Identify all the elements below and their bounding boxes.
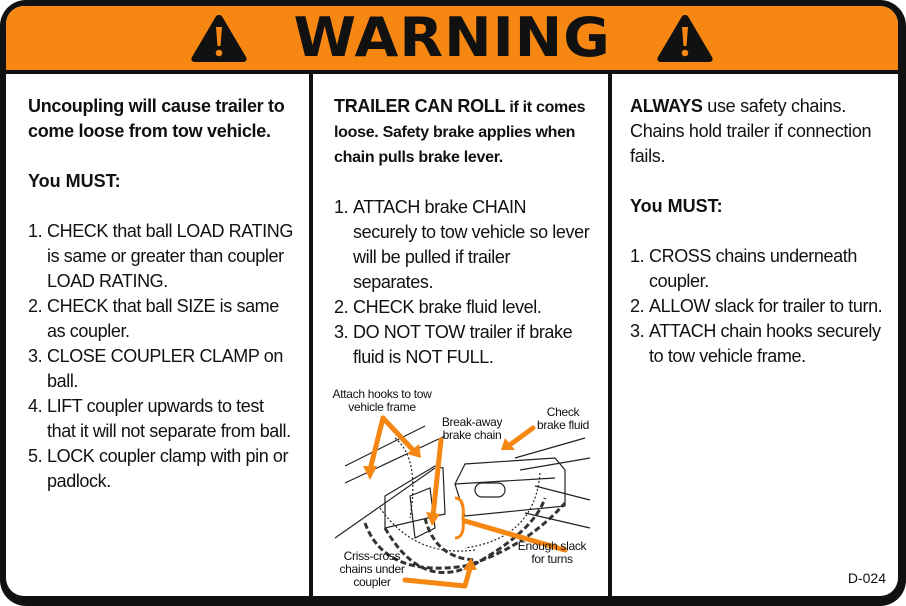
chains-intro: ALWAYS use safety chains. Chains hold tr… [630,96,872,166]
chains-steps: 1.CROSS chains underneath coupler. 2.ALL… [630,244,890,369]
label-code: D-024 [847,570,886,586]
step-item: 5.LOCK coupler clamp with pin or padlock… [28,446,289,491]
step-item: 4.LIFT coupler upwards to test that it w… [28,396,291,441]
brake-column: TRAILER CAN ROLL if it comes loose. Safe… [309,74,604,596]
step-item: 3.ATTACH chain hooks securely to tow veh… [630,321,881,366]
criss-cross-label: Criss-cross chains under coupler [339,549,405,589]
warning-triangle-icon [191,15,247,62]
coupler-illustration [334,415,591,589]
warning-header: WARNING [6,6,898,74]
check-fluid-label: Check brake fluid [536,405,590,432]
brake-intro: TRAILER CAN ROLL if it comes loose. Safe… [334,96,586,166]
chains-column: ALWAYS use safety chains. Chains hold tr… [608,74,898,596]
step-item: 2.CHECK that ball SIZE is same as couple… [28,296,279,341]
attach-hooks-label: Attach hooks to tow vehicle frame [332,387,432,414]
coupler-diagram: Attach hooks to tow vehicle frame Break-… [325,388,597,596]
slack-label: Enough slack for turns [517,539,587,566]
coupling-steps: 1.CHECK that ball LOAD RATING is same or… [28,219,295,494]
breakaway-chain-label: Break-away brake chain [441,415,503,442]
step-item: 2.CHECK brake fluid level. [334,297,542,317]
step-item: 1.CROSS chains underneath coupler. [630,246,857,291]
warning-triangle-icon [657,15,713,62]
coupling-intro: Uncoupling will cause trailer to come lo… [28,96,285,141]
must-label: You MUST: [630,196,723,216]
coupling-column: Uncoupling will cause trailer to come lo… [6,74,305,596]
step-item: 1.ATTACH brake CHAIN securely to tow veh… [334,197,590,292]
label-body: WARNING Uncoupling will cause trailer to… [6,6,898,596]
brake-steps: 1.ATTACH brake CHAIN securely to tow veh… [334,195,594,370]
step-item: 3.DO NOT TOW trailer if brake fluid is N… [334,322,573,367]
must-label: You MUST: [28,171,121,191]
step-item: 3.CLOSE COUPLER CLAMP on ball. [28,346,283,391]
step-item: 2.ALLOW slack for trailer to turn. [630,296,883,316]
header-title: WARNING [293,6,611,69]
content-columns: Uncoupling will cause trailer to come lo… [6,74,898,596]
step-item: 1.CHECK that ball LOAD RATING is same or… [28,221,293,291]
